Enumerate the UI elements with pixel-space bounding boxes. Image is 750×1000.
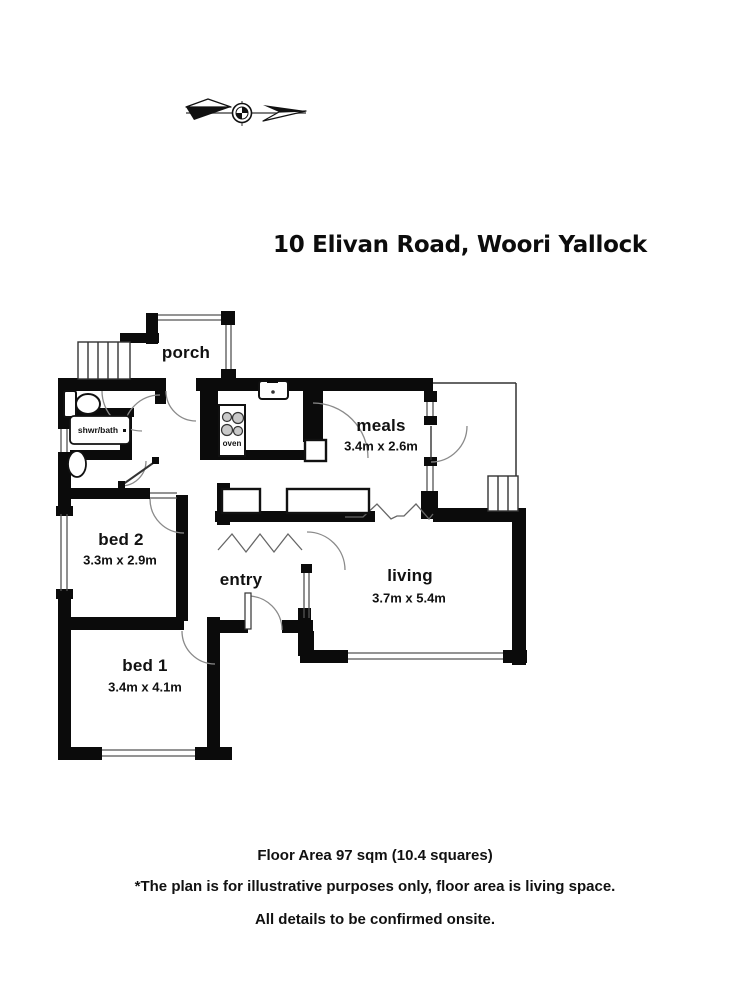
fixture-label-oven: oven bbox=[222, 439, 242, 448]
wardrobes bbox=[220, 487, 371, 515]
shower-bath-unit bbox=[69, 415, 131, 445]
room-dims-bed2: 3.3m x 2.9m bbox=[83, 552, 157, 568]
room-label-living: living bbox=[387, 566, 433, 585]
door-leaves bbox=[118, 426, 432, 630]
toilet-icon bbox=[63, 390, 101, 418]
deck-outline bbox=[433, 382, 517, 476]
fixture-label-shower-bath: shwr/bath bbox=[77, 425, 119, 435]
room-dims-living: 3.7m x 5.4m bbox=[372, 590, 446, 606]
room-label-porch: porch bbox=[161, 343, 211, 362]
room-dims-bed1: 3.4m x 4.1m bbox=[108, 679, 182, 695]
footer-confirmation: All details to be confirmed onsite. bbox=[254, 911, 496, 928]
room-label-bed1: bed 1 bbox=[122, 656, 168, 675]
porch-stairs-icon bbox=[77, 341, 131, 380]
deck-steps-icon bbox=[487, 475, 519, 512]
room-label-entry: entry bbox=[219, 570, 263, 589]
compass-icon bbox=[185, 98, 307, 126]
page-title: 10 Elivan Road, Woori Yallock bbox=[273, 232, 647, 258]
footer-disclaimer: *The plan is for illustrative purposes o… bbox=[134, 878, 616, 895]
windows bbox=[60, 314, 503, 757]
stove-icon bbox=[218, 404, 246, 457]
room-label-bed2: bed 2 bbox=[98, 530, 144, 549]
basin-icon bbox=[66, 450, 87, 478]
kitchen-sink-icon bbox=[258, 378, 289, 400]
bench-end bbox=[303, 438, 328, 463]
footer-floor-area: Floor Area 97 sqm (10.4 squares) bbox=[257, 847, 493, 864]
door-marker-dot bbox=[123, 429, 126, 432]
room-dims-meals: 3.4m x 2.6m bbox=[344, 438, 418, 454]
room-label-meals: meals bbox=[356, 416, 406, 435]
